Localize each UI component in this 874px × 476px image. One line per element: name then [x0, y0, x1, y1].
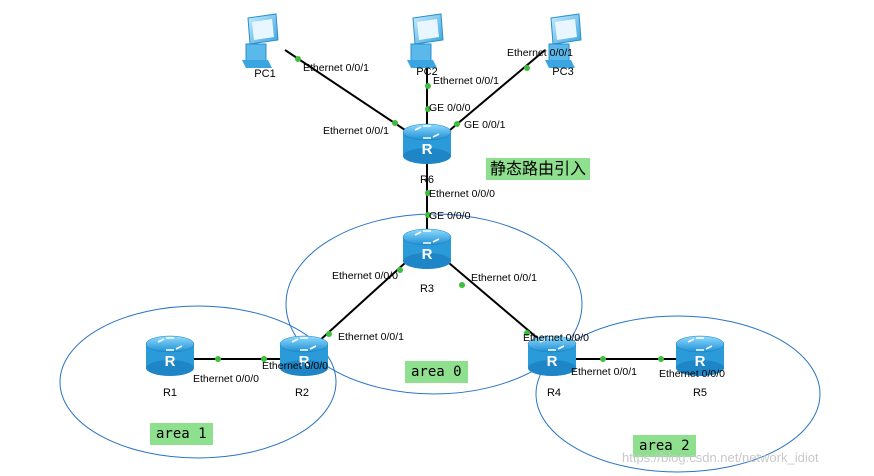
port-label: Ethernet 0/0/1 [338, 331, 404, 343]
r1-label: R1 [163, 387, 177, 399]
link-r3-r4 [448, 262, 543, 343]
port-label: Ethernet 0/0/1 [303, 62, 369, 74]
port-label: Ethernet 0/0/1 [471, 272, 537, 284]
port-label: Ethernet 0/0/0 [523, 332, 589, 344]
port-label: Ethernet 0/0/0 [332, 270, 398, 282]
pc2-label: PC2 [416, 66, 437, 78]
area-0-tag: area 0 [405, 361, 468, 383]
port-label: GE 0/0/0 [429, 102, 471, 114]
area-2-tag: area 2 [633, 435, 696, 457]
area-0-ring [285, 213, 583, 395]
area-1-ring [59, 305, 337, 459]
link-pc1-r6 [284, 49, 406, 131]
pc3-icon[interactable] [544, 13, 582, 69]
r3-router-icon[interactable] [402, 228, 452, 270]
link-r3-r2 [317, 262, 406, 343]
r6-label: R6 [420, 174, 434, 186]
pc1-icon[interactable] [241, 13, 279, 69]
area-1-tag: area 1 [150, 423, 213, 445]
port-label: Ethernet 0/0/1 [323, 125, 389, 137]
pc3-label: PC3 [552, 66, 573, 78]
r4-label: R4 [547, 387, 561, 399]
watermark: https://blog.csdn.net/network_idiot [622, 450, 819, 465]
port-label: Ethernet 0/0/0 [429, 188, 495, 200]
r3-label: R3 [420, 283, 434, 295]
port-label: Ethernet 0/0/1 [433, 75, 499, 87]
link-pc3-r6 [449, 49, 546, 131]
port-label: Ethernet 0/0/0 [262, 360, 328, 372]
port-label: Ethernet 0/0/1 [507, 47, 573, 59]
port-label: Ethernet 0/0/0 [193, 373, 259, 385]
port-label: Ethernet 0/0/1 [571, 366, 637, 378]
port-label: GE 0/0/0 [429, 210, 471, 222]
links [178, 49, 678, 360]
static-route-import-tag: 静态路由引入 [486, 158, 591, 180]
port-label: Ethernet 0/0/0 [659, 368, 725, 380]
interface-dots [215, 56, 664, 362]
area-2-ring [535, 315, 821, 473]
r1-router-icon[interactable] [145, 335, 195, 377]
pc1-label: PC1 [254, 68, 275, 80]
pc2-icon[interactable] [406, 13, 444, 69]
port-label: GE 0/0/1 [464, 119, 506, 131]
r2-label: R2 [295, 387, 309, 399]
r5-label: R5 [693, 387, 707, 399]
r6-router-icon[interactable] [402, 123, 452, 165]
